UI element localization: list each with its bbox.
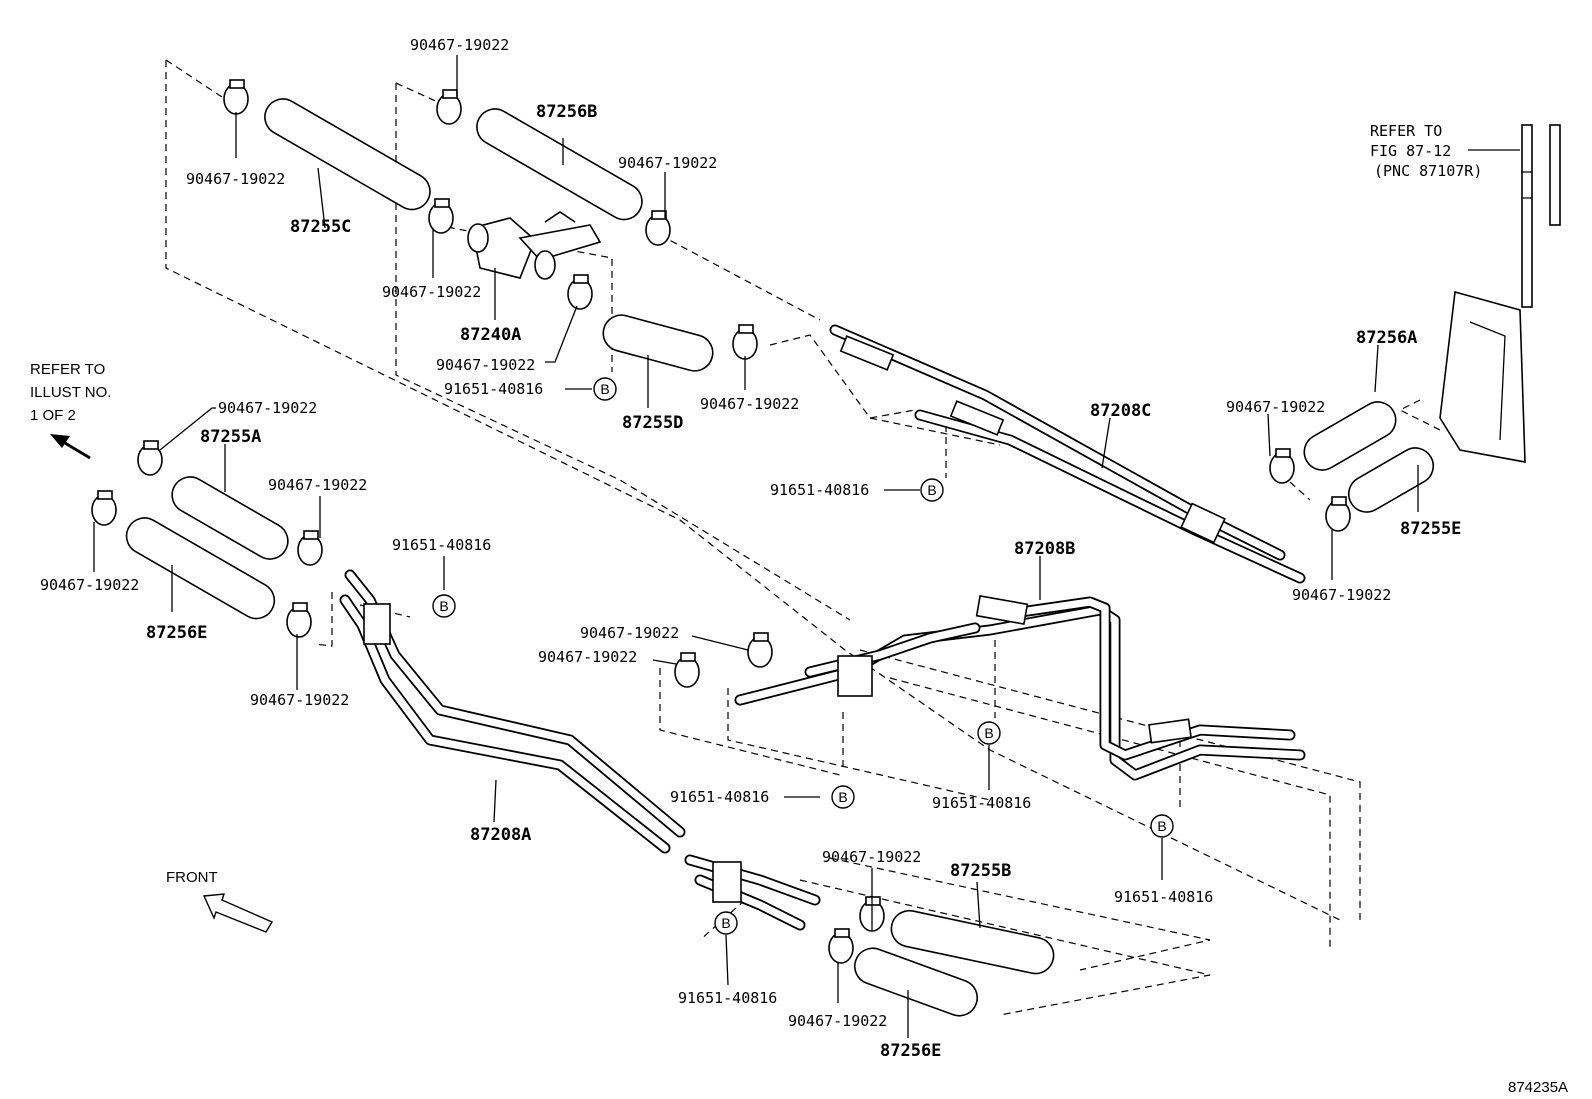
bolt-b-icon: B	[593, 377, 617, 401]
label-clamp: 90467-19022	[538, 648, 637, 666]
label-clamp: 90467-19022	[410, 36, 509, 54]
label-bolt: 91651-40816	[932, 794, 1031, 812]
label-bolt: 91651-40816	[444, 380, 543, 398]
label-87208A: 87208A	[470, 825, 531, 845]
bolt-b-icon: B	[714, 911, 738, 935]
label-87208B: 87208B	[1014, 539, 1075, 559]
label-87256B: 87256B	[536, 102, 597, 122]
bolt-b-icon: B	[432, 594, 456, 618]
svg-text:B: B	[439, 598, 448, 614]
label-87255D: 87255D	[622, 413, 683, 433]
clamp-icon	[286, 602, 312, 638]
label-87255E: 87255E	[1400, 519, 1461, 539]
bolt-b-icon: B	[920, 478, 944, 502]
label-clamp: 90467-19022	[186, 170, 285, 188]
label-bolt: 91651-40816	[1114, 888, 1213, 906]
label-clamp: 90467-19022	[250, 691, 349, 709]
label-clamp: 90467-19022	[268, 476, 367, 494]
refer-fig-note: FIG 87-12	[1370, 142, 1451, 160]
heater-unit	[1439, 124, 1561, 463]
label-bolt: 91651-40816	[392, 536, 491, 554]
label-87255C: 87255C	[290, 217, 351, 237]
bolt-b-icon: B	[977, 721, 1001, 745]
label-clamp: 90467-19022	[580, 624, 679, 642]
clamp-icon	[732, 324, 758, 360]
svg-text:B: B	[984, 725, 993, 741]
clamp-icon	[297, 530, 323, 566]
label-87256E: 87256E	[146, 623, 207, 643]
leader-lines	[93, 55, 1520, 1038]
clamp-icon	[747, 632, 773, 668]
label-clamp: 90467-19022	[436, 356, 535, 374]
label-clamp: 90467-19022	[788, 1012, 887, 1030]
label-87208C: 87208C	[1090, 401, 1151, 421]
bolt-b-icon: B	[831, 785, 855, 809]
svg-text:B: B	[600, 381, 609, 397]
clamp-icon	[567, 274, 593, 310]
part-labels: 90467-19022 90467-19022 90467-19022 9046…	[30, 36, 1568, 1096]
label-87240A: 87240A	[460, 325, 521, 345]
pipe-87208C	[829, 324, 1306, 584]
label-bolt: 91651-40816	[678, 989, 777, 1007]
water-valve-87240A	[467, 211, 602, 280]
clamp-icon	[828, 928, 854, 964]
clamp-icon	[1325, 496, 1351, 532]
clamp-icon	[428, 198, 454, 234]
label-bolt: 91651-40816	[770, 481, 869, 499]
svg-text:B: B	[1157, 818, 1166, 834]
hoses	[125, 98, 1435, 1017]
label-clamp: 90467-19022	[1292, 586, 1391, 604]
clamp-icon	[137, 440, 163, 476]
pipe-87208A	[339, 569, 821, 931]
label-clamp: 90467-19022	[382, 283, 481, 301]
label-87255A: 87255A	[200, 427, 261, 447]
refer-illust-note: 1 OF 2	[30, 407, 76, 424]
clamp-icon	[436, 89, 462, 125]
front-label: FRONT	[166, 869, 218, 886]
clamp-icon	[223, 79, 249, 115]
figure-id: 874235A	[1508, 1079, 1568, 1096]
refer-fig-note: REFER TO	[1370, 122, 1442, 140]
label-clamp: 90467-19022	[1226, 398, 1325, 416]
bolt-markers: B B B B B B B	[432, 377, 1174, 935]
refer-illust-note: REFER TO	[30, 361, 105, 378]
refer-illust-note: ILLUST NO.	[30, 384, 111, 401]
label-clamp: 90467-19022	[40, 576, 139, 594]
label-87256E: 87256E	[880, 1041, 941, 1061]
label-clamp: 90467-19022	[700, 395, 799, 413]
label-87256A: 87256A	[1356, 328, 1417, 348]
label-87255B: 87255B	[950, 861, 1011, 881]
front-arrow-icon	[202, 893, 274, 933]
clamp-icon	[91, 490, 117, 526]
svg-text:B: B	[721, 915, 730, 931]
svg-text:B: B	[838, 789, 847, 805]
pipe-87208B	[734, 595, 1306, 781]
clamp-icon	[645, 210, 671, 246]
refer-fig-note: (PNC 87107R)	[1374, 162, 1482, 180]
label-clamp: 90467-19022	[822, 848, 921, 866]
svg-text:B: B	[927, 482, 936, 498]
label-bolt: 91651-40816	[670, 788, 769, 806]
refer-arrow-icon	[50, 434, 91, 460]
clamp-icon	[1269, 448, 1295, 484]
label-clamp: 90467-19022	[218, 399, 317, 417]
label-clamp: 90467-19022	[618, 154, 717, 172]
clamp-icon	[674, 652, 700, 688]
bolt-b-icon: B	[1150, 814, 1174, 838]
